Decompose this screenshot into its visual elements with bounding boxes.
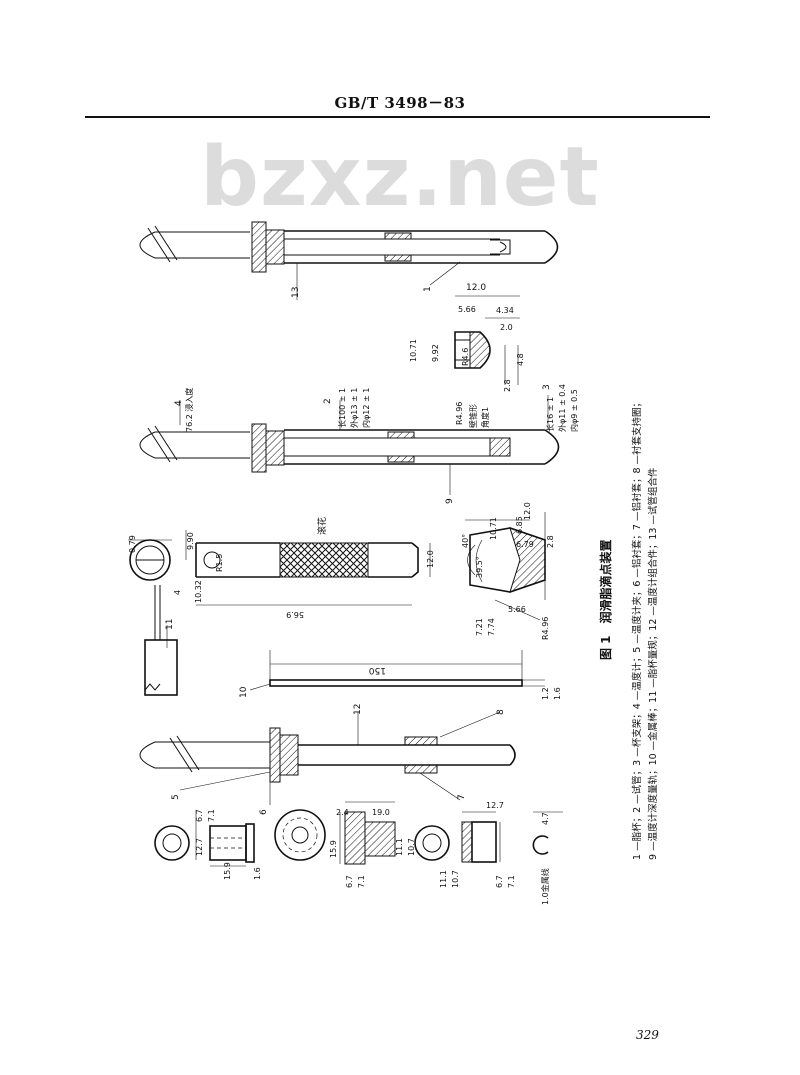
legend-line-1: 1 —脂杯；2 —试管；3 —杯支架；4 —温度计；5 —温度计夹；6 —铝衬套… bbox=[631, 398, 643, 860]
dim-19-0: 19.0 bbox=[372, 808, 390, 817]
dim-7-1-a: 7.1 bbox=[207, 809, 216, 822]
dim-12-7-a: 12.7 bbox=[195, 838, 204, 856]
tube-spec-3: 内φ12 ± 1 bbox=[361, 388, 371, 428]
dim-6-7-c: 6.7 bbox=[495, 875, 504, 888]
part-label-11: 11 bbox=[165, 619, 175, 630]
dim-39-5: 39.5° bbox=[475, 556, 484, 578]
dim-6-79: 6.79 bbox=[516, 540, 534, 549]
part-label-5: 5 bbox=[171, 794, 181, 800]
dim-10-7-b: 10.7 bbox=[451, 870, 460, 888]
cup-spec-1: 长16 ± 1 bbox=[545, 397, 555, 432]
dim-11-1-b: 11.1 bbox=[439, 870, 448, 888]
dim-r4-96: R4.96 bbox=[455, 402, 464, 425]
gauge-stem bbox=[144, 585, 178, 696]
watermark: bzxz.net bbox=[200, 130, 600, 225]
dim-5-66-b: 5.66 bbox=[508, 605, 526, 614]
wire-note: 1.0金属线 bbox=[540, 868, 550, 905]
dim-2-0: 2.0 bbox=[500, 323, 513, 332]
dim-r1-5: R1.5 bbox=[215, 554, 224, 572]
dim-7-21: 7.21 bbox=[475, 618, 484, 636]
part-label-7: 7 bbox=[457, 794, 467, 800]
legend-line-2: 9 —温度计深度量轨；10 —金属棒；11 —脂杯量规；12 —温度计组合件；1… bbox=[647, 467, 659, 860]
part-label-13: 13 bbox=[291, 287, 301, 298]
part-label-4: 4 bbox=[174, 400, 184, 406]
dim-6-7-a: 6.7 bbox=[195, 809, 204, 822]
dim-9-92: 9.92 bbox=[431, 344, 440, 362]
part-label-1: 1 bbox=[423, 286, 433, 292]
figure-title: 图 1 润滑脂滴点装置 bbox=[598, 539, 613, 660]
part-label-10: 10 bbox=[239, 686, 249, 698]
dim-4-34: 4.34 bbox=[496, 306, 514, 315]
dim-12-0-b: 12.0 bbox=[426, 550, 435, 568]
dim-r4-6: R4.6 bbox=[461, 348, 470, 366]
cup-spec-3: 内φ9 ± 0.5 bbox=[569, 389, 579, 432]
cup-gauge bbox=[128, 530, 431, 606]
part-label-9: 9 bbox=[445, 498, 455, 504]
dim-150: 150 bbox=[369, 665, 386, 675]
cup-spec-2: 外φ11 ± 0.4 bbox=[557, 384, 567, 432]
dim-10-71: 10.71 bbox=[409, 339, 418, 362]
tube-spec-1: 长100 ± 1 bbox=[337, 388, 347, 428]
page-number: 329 bbox=[636, 1028, 659, 1042]
dim-10-32: 10.32 bbox=[194, 580, 203, 603]
dim-7-1-b: 7.1 bbox=[357, 875, 366, 888]
dim-12-0-a: 12.0 bbox=[466, 283, 486, 293]
thermometer-assembly bbox=[139, 711, 516, 805]
dim-15-9-a: 15.9 bbox=[223, 862, 232, 880]
dim-2-8-b: 2.8 bbox=[546, 535, 555, 548]
tube-assembly-middle bbox=[139, 395, 560, 495]
bushing-7-views bbox=[274, 801, 396, 865]
dim-10-71-b: 10.71 bbox=[489, 517, 498, 540]
cup-detail bbox=[454, 295, 520, 385]
dim-4-7: 4.7 bbox=[541, 812, 550, 825]
dim-12-7-b: 12.7 bbox=[486, 801, 504, 810]
dim-40deg: 40° bbox=[461, 534, 470, 548]
dim-11-1-a: 11.1 bbox=[395, 838, 404, 856]
dim-5-66: 5.66 bbox=[458, 305, 476, 314]
dim-56-9: 56.9 bbox=[286, 610, 304, 619]
part-label-8: 8 bbox=[496, 709, 506, 715]
dim-0-79: 0.79 bbox=[128, 535, 137, 553]
note-angle: 角度1 bbox=[480, 407, 490, 428]
dim-r4-96-b: R4.96 bbox=[541, 617, 550, 640]
bushing-6-views bbox=[154, 810, 255, 867]
dim-2-8: 2.8 bbox=[503, 379, 512, 392]
part-label-12: 12 bbox=[353, 704, 363, 715]
part-label-2: 2 bbox=[323, 398, 333, 404]
dim-4: 4 bbox=[173, 590, 182, 595]
dim-1-2: 1.2 bbox=[541, 687, 550, 700]
dim-76-2: 76.2 浸入度 bbox=[184, 388, 194, 432]
wire-clip bbox=[532, 811, 563, 855]
dim-4-8: 4.8 bbox=[516, 353, 525, 366]
knurl-label: 滚花 bbox=[316, 517, 328, 535]
cone-detail bbox=[465, 512, 546, 621]
tube-spec-2: 外φ13 ± 1 bbox=[349, 388, 359, 428]
dim-7-74: 7.74 bbox=[487, 618, 496, 636]
dim-2-4: 2.4 bbox=[336, 808, 349, 817]
part-label-3: 3 bbox=[542, 384, 552, 390]
document-header: GB/T 3498－83 bbox=[334, 94, 466, 112]
dim-15-9-b: 15.9 bbox=[329, 840, 338, 858]
dim-1-6-b: 1.6 bbox=[253, 867, 262, 880]
dim-9-90: 9.90 bbox=[186, 532, 195, 550]
dim-6-85: 6.85 bbox=[515, 516, 524, 534]
dim-12-0-c: 12.0 bbox=[523, 502, 532, 520]
part-label-6: 6 bbox=[259, 809, 269, 815]
dim-6-7-b: 6.7 bbox=[345, 875, 354, 888]
dim-7-1-c: 7.1 bbox=[507, 875, 516, 888]
tube-assembly-top bbox=[139, 221, 559, 300]
dim-10-7-a: 10.7 bbox=[407, 838, 416, 856]
dim-1-6: 1.6 bbox=[553, 687, 562, 700]
header-rule bbox=[85, 116, 710, 118]
metal-rod bbox=[249, 650, 545, 691]
note-wall: 壁锥形 bbox=[468, 404, 478, 428]
ring-8-views bbox=[414, 811, 501, 863]
